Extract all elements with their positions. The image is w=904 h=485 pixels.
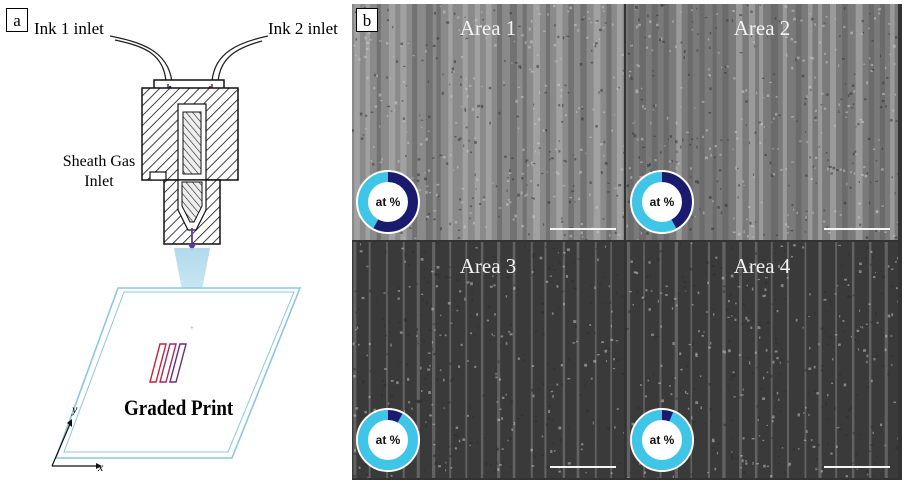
axis-y-label: y	[72, 402, 78, 416]
donut-label: at %	[375, 195, 401, 209]
composition-donut	[630, 170, 694, 234]
donut-segment-a	[358, 410, 418, 470]
sem-image-area-1: Area 1 at %	[352, 4, 624, 240]
sem-image-area-4: Area 4 at %	[626, 242, 898, 478]
ink1-tube	[109, 35, 173, 83]
graded-print-lines	[149, 343, 187, 383]
sem-image-area-3: Area 3 at %	[352, 242, 624, 478]
composition-donut	[356, 408, 420, 472]
sem-image-area-2: Area 2 at %	[626, 4, 898, 240]
ink2-inlet-label: Ink 2 inlet	[268, 19, 338, 38]
area-title: Area 1	[459, 16, 517, 40]
panel-b-sem-grid: Area 1 at % Area 2 at % Area 3 at % Area…	[352, 4, 902, 480]
coordinate-axes	[51, 419, 102, 469]
svg-text:+: +	[190, 324, 194, 332]
scale-bar	[550, 228, 616, 230]
aerosol-beam	[174, 248, 210, 322]
donut-segment-a	[632, 410, 692, 470]
composition-donut	[356, 170, 420, 234]
sheath-gas-label-line1: Sheath Gas	[62, 153, 136, 170]
scale-bar	[824, 228, 890, 230]
donut-segment-a	[632, 172, 692, 232]
area-title: Area 2	[733, 16, 791, 40]
static-mixer	[182, 111, 202, 175]
scale-bar	[550, 466, 616, 468]
ink2-tube	[211, 35, 269, 83]
sheath-gas-label: Sheath Gas Inlet	[54, 152, 144, 192]
donut-label: at %	[649, 433, 675, 447]
panel-a-schematic: a	[0, 0, 350, 485]
panel-a-label: a	[6, 8, 28, 32]
panel-b-label: b	[356, 8, 378, 32]
ink1-inlet-label: Ink 1 inlet	[34, 19, 104, 38]
area-title: Area 4	[733, 254, 791, 278]
sheath-gas-label-line2: Inlet	[84, 173, 114, 190]
sheath-gas-port	[149, 171, 167, 181]
sem-texture	[626, 4, 898, 240]
composition-donut	[630, 408, 694, 472]
donut-segment-a	[358, 172, 418, 232]
printhead-diagram: +	[51, 35, 302, 469]
area-title: Area 3	[459, 254, 517, 278]
donut-label: at %	[375, 433, 401, 447]
donut-label: at %	[649, 195, 675, 209]
scale-bar	[824, 466, 890, 468]
axis-x-label: x	[98, 460, 104, 474]
graded-print-label: Graded Print	[124, 396, 234, 421]
